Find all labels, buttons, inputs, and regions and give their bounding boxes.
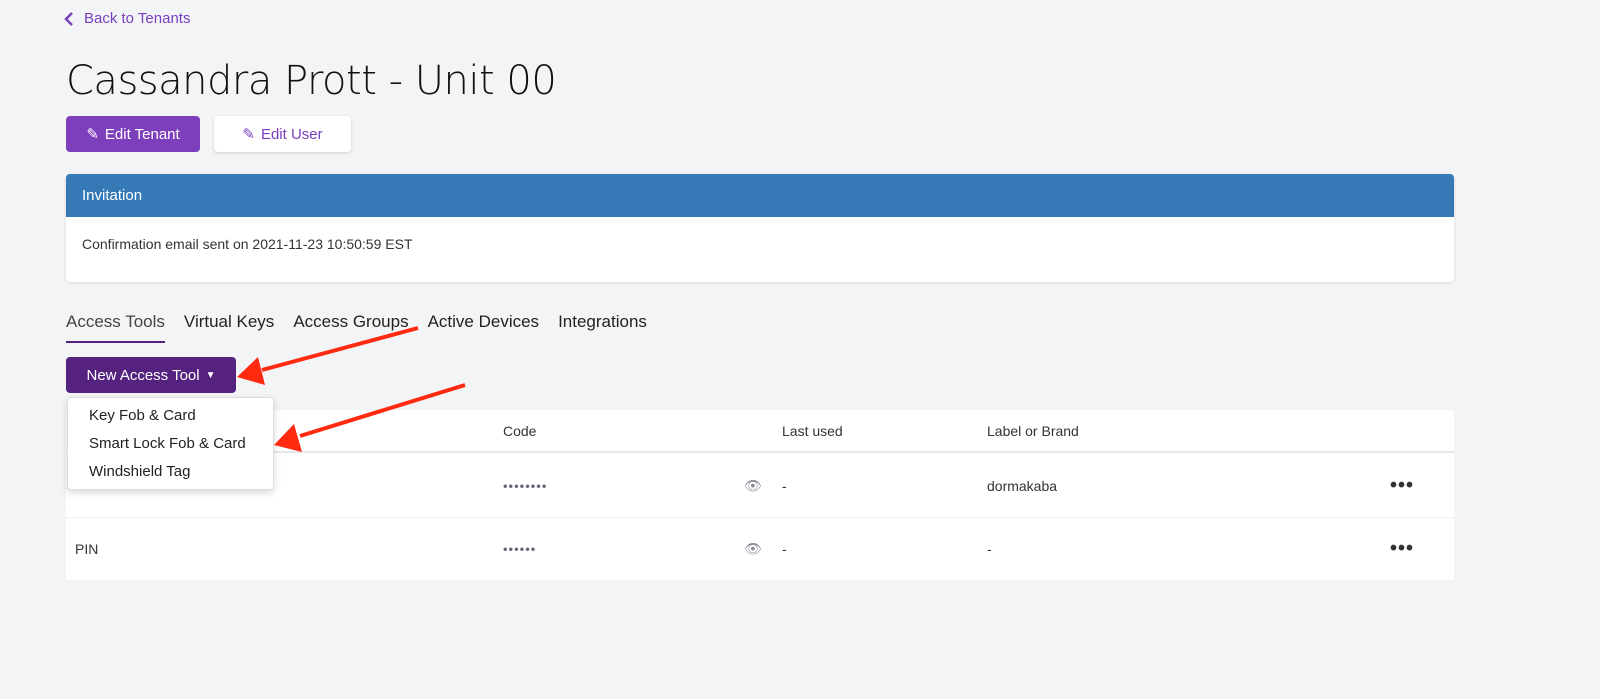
table-header: Code Last used Label or Brand	[66, 410, 1454, 453]
edit-icon: ✎	[242, 126, 255, 143]
last-used-cell: -	[782, 478, 787, 494]
header-label: Label or Brand	[987, 422, 1079, 439]
back-label: Back to Tenants	[84, 10, 191, 27]
new-access-tool-label: New Access Tool	[86, 366, 200, 384]
tab-active-devices[interactable]: Active Devices	[427, 312, 540, 331]
more-options-icon[interactable]: •••	[1390, 474, 1415, 497]
menu-item-windshield-tag[interactable]: Windshield Tag	[89, 463, 191, 480]
tabs: Access Tools Virtual Keys Access Groups …	[66, 312, 647, 343]
label-cell: -	[987, 541, 992, 557]
eye-icon[interactable]: 👁	[744, 477, 762, 494]
type-cell: PIN	[75, 541, 99, 557]
table-row: •••••••• 👁 - dormakaba •••	[66, 455, 1454, 518]
code-cell: ••••••••	[503, 478, 548, 494]
menu-item-key-fob-card[interactable]: Key Fob & Card	[89, 407, 196, 424]
access-tools-table: Code Last used Label or Brand •••••••• 👁…	[66, 410, 1454, 580]
invitation-card: Invitation Confirmation email sent on 20…	[66, 174, 1454, 282]
tab-virtual-keys[interactable]: Virtual Keys	[183, 312, 275, 331]
tab-integrations[interactable]: Integrations	[558, 312, 647, 331]
last-used-cell: -	[782, 541, 787, 557]
back-to-tenants-link[interactable]: Back to Tenants	[64, 10, 190, 27]
menu-item-smart-lock-fob-card[interactable]: Smart Lock Fob & Card	[89, 435, 246, 452]
invitation-message: Confirmation email sent on 2021-11-23 10…	[82, 236, 413, 252]
tab-access-tools[interactable]: Access Tools	[66, 312, 165, 343]
more-options-icon[interactable]: •••	[1390, 537, 1415, 560]
edit-tenant-label: Edit Tenant	[104, 125, 180, 143]
code-cell: ••••••	[503, 541, 537, 557]
invitation-header: Invitation	[66, 174, 1454, 217]
header-code: Code	[503, 422, 537, 439]
table-row: PIN •••••• 👁 - - •••	[66, 518, 1454, 580]
header-last-used: Last used	[782, 422, 843, 439]
label-cell: dormakaba	[987, 478, 1058, 494]
edit-user-button[interactable]: ✎ Edit User	[214, 116, 351, 152]
new-access-tool-menu: Key Fob & Card Smart Lock Fob & Card Win…	[67, 397, 274, 490]
edit-user-label: Edit User	[260, 125, 323, 143]
eye-icon[interactable]: 👁	[744, 540, 762, 557]
tab-access-groups[interactable]: Access Groups	[293, 312, 409, 331]
edit-icon: ✎	[86, 126, 99, 143]
edit-tenant-button[interactable]: ✎ Edit Tenant	[66, 116, 200, 152]
chevron-left-icon	[64, 11, 73, 26]
caret-down-icon: ▼	[205, 369, 216, 381]
new-access-tool-button[interactable]: New Access Tool ▼	[66, 357, 236, 393]
page-title: Cassandra Prott - Unit 00	[66, 58, 557, 104]
